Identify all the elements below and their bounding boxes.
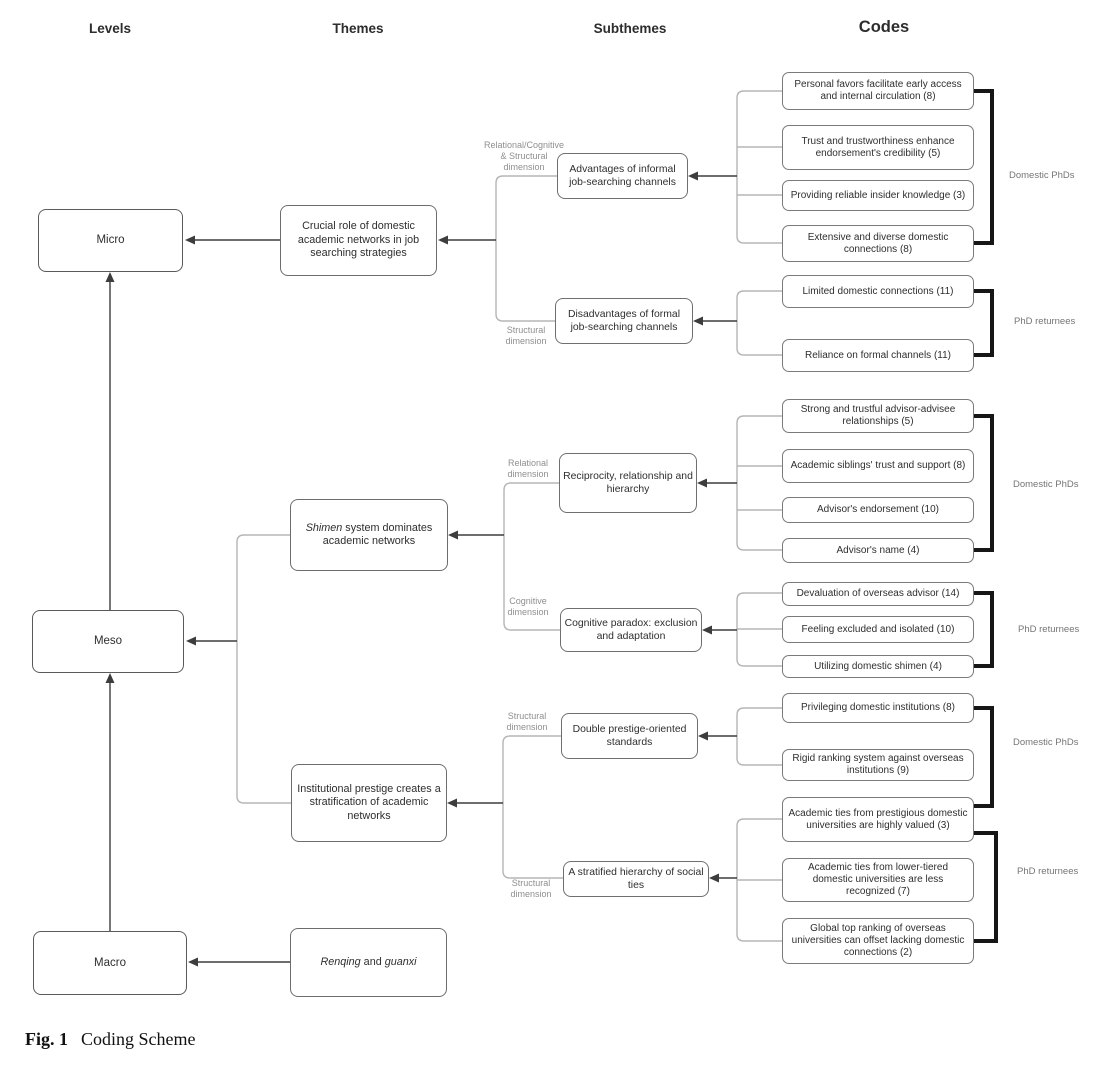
code-box: Reliance on formal channels (11) — [782, 339, 974, 372]
code-label: Advisor's endorsement (10) — [817, 504, 939, 515]
code-box: Feeling excluded and isolated (10) — [782, 616, 974, 643]
level-box-macro: Macro — [33, 931, 187, 995]
subtheme-label: A stratified hierarchy of social ties — [568, 867, 704, 891]
code-box: Devaluation of overseas advisor (14) — [782, 582, 974, 606]
subtheme-label: Reciprocity, relationship and hierarchy — [563, 471, 693, 495]
code-label: Limited domestic connections (11) — [802, 285, 954, 297]
code-label: Academic siblings' trust and support (8) — [790, 460, 966, 471]
theme-rest: system dominates academic networks — [322, 521, 433, 547]
subtheme-label: Double prestige-oriented standards — [572, 724, 687, 748]
theme-box-shimen-system: Shimen system dominates academic network… — [290, 499, 448, 571]
code-label: Feeling excluded and isolated (10) — [801, 623, 955, 635]
theme-italic-word: Renqing — [320, 955, 361, 968]
arrows — [109, 175, 737, 963]
figure-caption: Fig. 1 Coding Scheme — [25, 1029, 196, 1050]
group-label-domestic-phds-2: Domestic PhDs — [1013, 479, 1079, 490]
theme-label: Shimen system dominates academic network… — [296, 522, 442, 549]
dimension-label-structural-3: Structural dimension — [510, 878, 552, 899]
code-box: Advisor's name (4) — [782, 538, 974, 563]
arrowheads — [105, 171, 719, 967]
code-label: Extensive and diverse domestic connectio… — [807, 231, 949, 255]
subtheme-box-reciprocity: Reciprocity, relationship and hierarchy — [559, 453, 697, 513]
code-box: Trust and trustworthiness enhance endors… — [782, 125, 974, 170]
subtheme-box-stratified-hierarchy: A stratified hierarchy of social ties — [563, 861, 709, 897]
dimension-label-structural-1: Structural dimension — [505, 325, 547, 346]
code-box: Extensive and diverse domestic connectio… — [782, 225, 974, 262]
column-header-levels: Levels — [88, 21, 132, 36]
code-label: Global top ranking of overseas universit… — [791, 923, 965, 958]
code-box: Limited domestic connections (11) — [782, 275, 974, 308]
code-label: Utilizing domestic shimen (4) — [814, 660, 942, 672]
theme-box-institutional-prestige: Institutional prestige creates a stratif… — [291, 764, 447, 842]
dimension-label-relational: Relational dimension — [507, 458, 549, 479]
code-box: Rigid ranking system against overseas in… — [782, 749, 974, 781]
subtheme-box-double-prestige: Double prestige-oriented standards — [561, 713, 698, 759]
code-label: Rigid ranking system against overseas in… — [792, 753, 964, 776]
level-box-micro: Micro — [38, 209, 183, 272]
theme-box-renqing-guanxi: Renqing and guanxi — [290, 928, 447, 997]
code-label: Trust and trustworthiness enhance endors… — [801, 135, 955, 159]
group-label-domestic-phds-3: Domestic PhDs — [1013, 737, 1079, 748]
subtheme-label: Disadvantages of formal job-searching ch… — [567, 309, 681, 333]
subtheme-box-informal-channels: Advantages of informal job-searching cha… — [557, 153, 688, 199]
group-label-phd-returnees-3: PhD returnees — [1017, 866, 1079, 877]
code-box: Academic siblings' trust and support (8) — [782, 449, 974, 483]
level-label-micro: Micro — [96, 234, 125, 247]
column-header-themes: Themes — [332, 21, 384, 36]
code-box: Advisor's endorsement (10) — [782, 497, 974, 523]
theme-box-domestic-networks: Crucial role of domestic academic networ… — [280, 205, 437, 276]
code-box: Academic ties from prestigious domestic … — [782, 797, 974, 842]
code-label: Reliance on formal channels (11) — [804, 349, 951, 361]
code-box: Academic ties from lower-tiered domestic… — [782, 858, 974, 902]
dimension-label-cognitive: Cognitive dimension — [507, 596, 549, 617]
code-label: Academic ties from prestigious domestic … — [788, 807, 968, 831]
subtheme-box-cognitive-paradox: Cognitive paradox: exclusion and adaptat… — [560, 608, 702, 652]
level-label-meso: Meso — [93, 635, 123, 648]
code-box: Providing reliable insider knowledge (3) — [782, 180, 974, 211]
code-label: Privileging domestic institutions (8) — [801, 702, 955, 713]
group-label-domestic-phds-1: Domestic PhDs — [1009, 170, 1075, 181]
code-box: Strong and trustful advisor-advisee rela… — [782, 399, 974, 433]
theme-label: Crucial role of domestic academic networ… — [297, 220, 420, 260]
group-label-phd-returnees-1: PhD returnees — [1014, 316, 1076, 327]
figure-title: Coding Scheme — [81, 1029, 196, 1049]
column-header-codes: Codes — [858, 18, 910, 36]
subtheme-box-formal-channels: Disadvantages of formal job-searching ch… — [555, 298, 693, 344]
code-label: Strong and trustful advisor-advisee rela… — [800, 404, 956, 427]
theme-mid: and — [360, 955, 385, 968]
subtheme-label: Cognitive paradox: exclusion and adaptat… — [564, 618, 698, 642]
code-box: Privileging domestic institutions (8) — [782, 693, 974, 723]
level-box-meso: Meso — [32, 610, 184, 673]
subtheme-label: Advantages of informal job-searching cha… — [569, 164, 676, 188]
code-label: Advisor's name (4) — [836, 544, 920, 556]
code-label: Academic ties from lower-tiered domestic… — [807, 862, 949, 897]
code-label: Providing reliable insider knowledge (3) — [790, 189, 966, 201]
code-label: Devaluation of overseas advisor (14) — [796, 588, 960, 599]
figure-number: Fig. 1 — [25, 1029, 68, 1049]
dimension-label-relational-cognitive-structural: Relational/Cognitive & Structural dimens… — [483, 140, 565, 172]
theme-italic-word2: guanxi — [384, 955, 417, 968]
code-box: Utilizing domestic shimen (4) — [782, 655, 974, 678]
code-box: Global top ranking of overseas universit… — [782, 918, 974, 964]
code-label: Personal favors facilitate early access … — [794, 79, 962, 102]
dimension-label-structural-2: Structural dimension — [506, 711, 548, 732]
column-header-subthemes: Subthemes — [593, 21, 667, 36]
level-label-macro: Macro — [94, 956, 126, 969]
theme-label: Renqing and guanxi — [320, 956, 416, 969]
theme-label: Institutional prestige creates a stratif… — [297, 782, 441, 822]
code-box: Personal favors facilitate early access … — [782, 72, 974, 110]
group-label-phd-returnees-2: PhD returnees — [1018, 624, 1080, 635]
group-brackets — [974, 89, 998, 943]
theme-italic-word: Shimen — [305, 521, 343, 534]
